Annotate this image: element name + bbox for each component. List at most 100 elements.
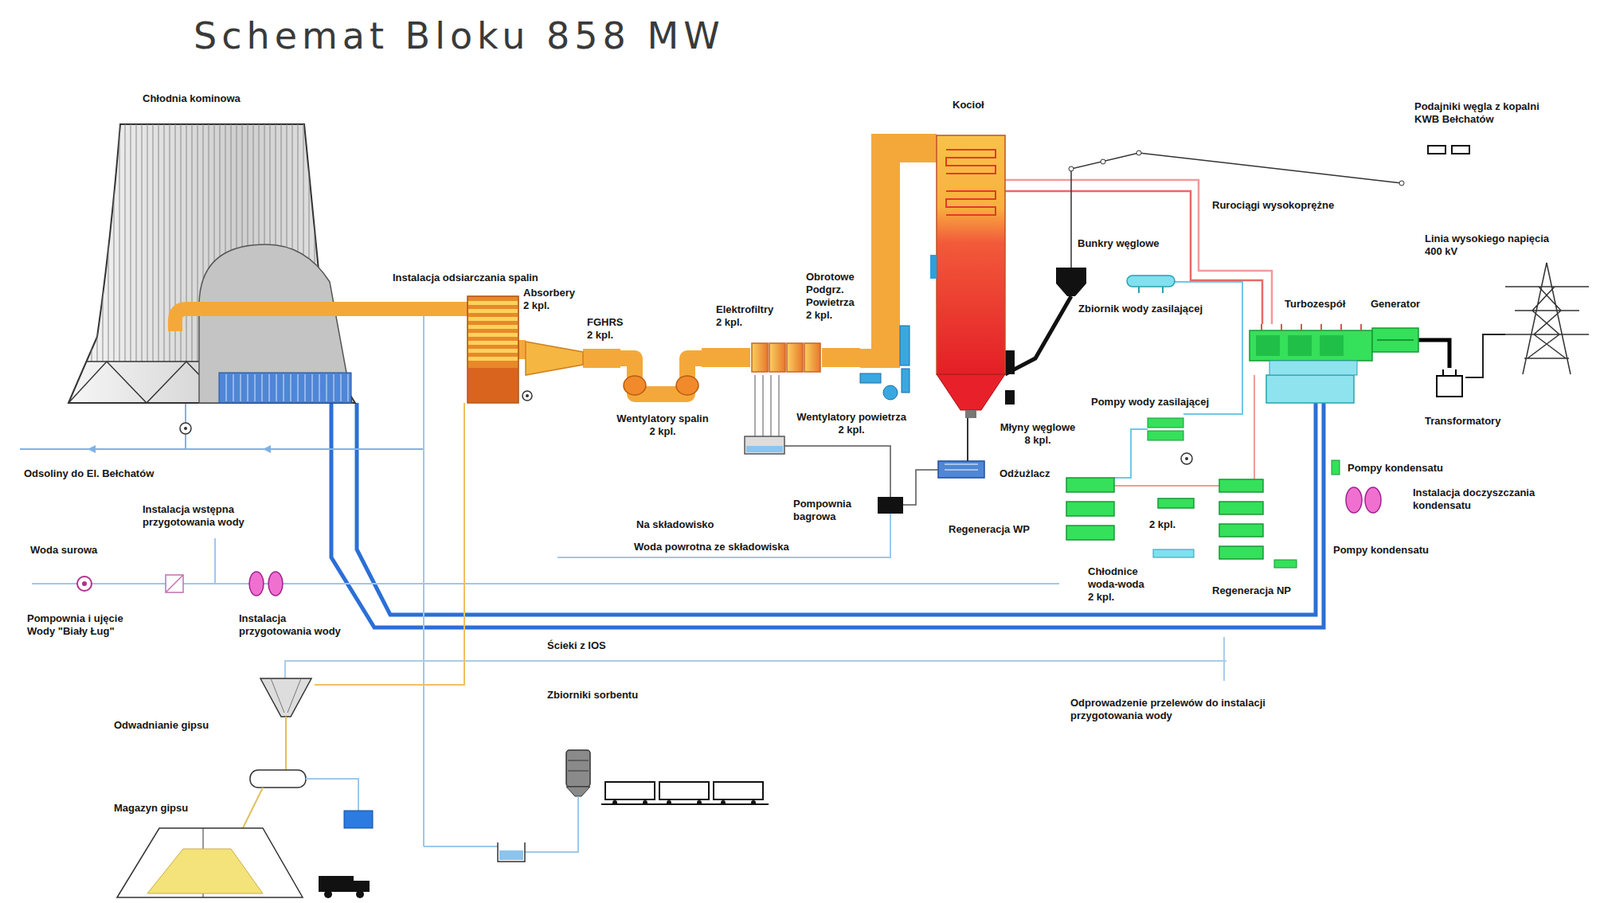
feedwater-tank: [1126, 275, 1175, 294]
coal-supply: [1399, 180, 1405, 186]
coal-supply: [1071, 152, 1402, 268]
absorber-drawing: [467, 296, 519, 403]
turbine-set-drawing: [1360, 324, 1362, 331]
flue-gas-duct: [518, 340, 526, 360]
transformer-drawing: [1436, 375, 1463, 397]
coal-supply: [1136, 150, 1142, 156]
cooling-tower-drawing: [136, 122, 137, 362]
ash-handling: [755, 375, 756, 437]
gypsum-handling: [318, 876, 354, 892]
water-lines: [1114, 429, 1148, 478]
coal-supply: [1100, 159, 1106, 165]
plant-label: Młyny węglowe 8 kpl.: [994, 421, 1081, 447]
cooling-tower-drawing: [91, 122, 93, 362]
ash-handling: [938, 461, 985, 478]
coal-supply: [1451, 145, 1470, 154]
plant-label: Woda powrotna ze składowiska: [632, 540, 791, 554]
cooling-tower-drawing: [125, 122, 126, 362]
equipment-label: Turbozespół: [1283, 297, 1347, 311]
cooling-tower-drawing: [152, 122, 154, 362]
sorbent-supply: [666, 800, 672, 806]
cooling-tower-drawing: [342, 122, 344, 362]
cooling-tower-pump: [179, 422, 192, 435]
electrostatic-precipitator-drawing: [751, 343, 768, 372]
turbine-set-drawing: [1260, 324, 1263, 331]
cooling-tower-drawing: [219, 372, 352, 403]
feedwater-pumps: [1181, 453, 1193, 465]
flue-gas-fans-drawing: [623, 375, 646, 396]
equipment-label: Chłodnia kominowa: [140, 92, 243, 106]
plant-label: Odżużlacz: [997, 467, 1053, 481]
absorber-drawing: [468, 340, 518, 345]
cooling-tower-drawing: [86, 122, 87, 362]
cooling-tower-drawing: [319, 374, 321, 402]
cooling-tower-drawing: [130, 122, 132, 362]
boiler-drawing: [936, 374, 1006, 411]
regeneration-heaters: [1066, 501, 1115, 517]
water-treatment-tanks: [268, 571, 283, 596]
sorbent-supply: [720, 800, 726, 806]
coal-supply: [1068, 166, 1074, 172]
water-lines: [1174, 281, 1243, 415]
ash-handling: [770, 375, 772, 437]
cooling-tower-drawing: [348, 122, 349, 362]
gypsum-handling: [250, 770, 306, 788]
generator-drawing: [1372, 328, 1419, 353]
regeneration-heaters: [1066, 525, 1115, 540]
plant-label: Pompy wody zasilającej: [1089, 395, 1211, 409]
regeneration-heaters: [1219, 524, 1264, 537]
turbine-set-drawing: [1340, 324, 1342, 331]
sorbent-supply: [751, 800, 756, 806]
plant-label: Wentylatory powietrza 2 kpl.: [790, 410, 912, 437]
condensate-polishing-tanks: [1345, 487, 1381, 513]
flue-gas-fans: Wentylatory spalin 2 kpl.: [620, 350, 702, 407]
regeneration-heaters: [1066, 477, 1264, 560]
condenser: [1266, 375, 1354, 403]
flue-gas-duct: [885, 148, 937, 317]
plant-label: Bunkry węglowe: [1075, 237, 1162, 251]
sorbent-supply: [642, 800, 648, 806]
feedwater-pumps: [1147, 418, 1184, 428]
flow-arrows: [87, 445, 271, 454]
flue-gas-duct: [821, 348, 861, 368]
diagram-title: Schemat Bloku 858 MW: [193, 14, 725, 58]
regeneration-heaters: [1219, 546, 1264, 560]
cooling-tower-drawing: [197, 122, 199, 362]
gypsum-handling: [270, 678, 285, 713]
steam-pipelines: [1114, 485, 1220, 487]
cooling-tower-drawing: [191, 122, 193, 362]
water-lines: [423, 845, 498, 848]
ash-handling: [762, 375, 764, 437]
water-filter: [165, 575, 184, 593]
fghrs-exchanger-drawing: [525, 341, 583, 376]
cooling-tower-drawing: [247, 374, 249, 402]
plant-label: Odwadnianie gipsu: [112, 719, 211, 732]
boiler: Kocioł: [936, 135, 1006, 419]
turbine-set-drawing: [1249, 330, 1373, 361]
cooling-tower-drawing: [326, 374, 328, 402]
water-lines: [214, 538, 216, 584]
raw-water-pump: [77, 576, 92, 591]
regeneration-heaters: [1157, 498, 1194, 509]
condensate-pumps: [1331, 460, 1340, 475]
condensate-polishing-tanks: [1345, 487, 1362, 513]
equipment-label: Transformatory: [1423, 414, 1503, 428]
cooling-tower-drawing: [175, 309, 357, 332]
absorber-pump: [522, 391, 533, 401]
absorber-drawing: [468, 309, 518, 313]
cooling-tower-drawing: [283, 374, 285, 402]
feedwater-tank: [1126, 275, 1175, 287]
fghrs-exchanger: FGHRS 2 kpl.: [525, 341, 583, 376]
flue-gas-fans-drawing: [620, 350, 702, 407]
absorber-drawing: [467, 296, 519, 403]
plant-label: Pompownia i ujęcie Wody "Biały Ług": [25, 612, 141, 638]
flow-arrows: [262, 445, 271, 454]
condenser: [1266, 375, 1354, 403]
flue-gas-fans-drawing: [620, 358, 702, 395]
coal-supply: [1005, 145, 1470, 405]
gypsum-handling: [344, 810, 373, 829]
cooling-tower-drawing: [233, 374, 235, 402]
power-line-pylon-drawing: [1505, 262, 1589, 375]
cooling-tower-drawing: [305, 374, 306, 402]
sorbent-supply: [567, 770, 589, 772]
